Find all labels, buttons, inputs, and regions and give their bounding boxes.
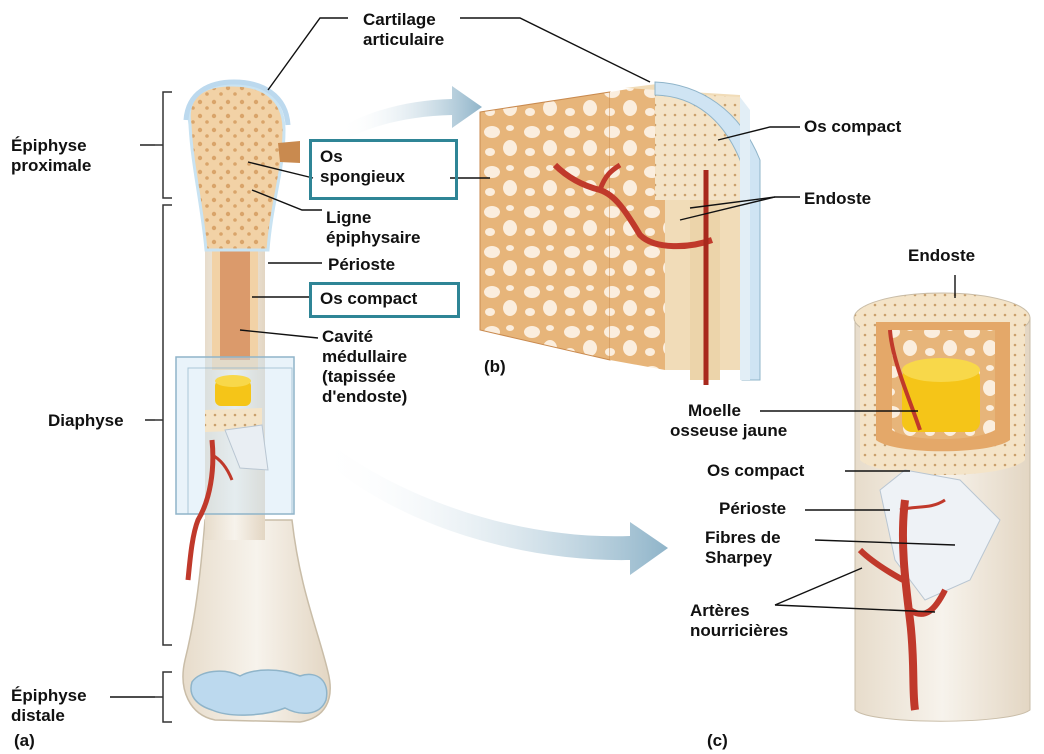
ligne-epiphysaire-label: Ligne épiphysaire	[326, 208, 421, 248]
ligne-epiphysaire-line2: épiphysaire	[326, 228, 421, 248]
diaphyse-label: Diaphyse	[48, 411, 124, 431]
cartilage-label-line1: Cartilage	[363, 10, 444, 30]
perioste-c-label: Périoste	[719, 499, 786, 519]
panel-b-label: (b)	[484, 357, 506, 377]
panel-c-label: (c)	[707, 731, 728, 751]
endoste-b-label: Endoste	[804, 189, 871, 209]
epiphyse-distale-label: Épiphyse distale	[11, 686, 87, 726]
cross-section-figure	[854, 293, 1030, 721]
epiphyse-distale-line2: distale	[11, 706, 87, 726]
os-spongieux-label: Os spongieux	[320, 147, 405, 187]
arteres-line2: nourricières	[690, 621, 788, 641]
os-compact-b-label: Os compact	[804, 117, 901, 137]
cavite-line4: d'endoste)	[322, 387, 407, 407]
epiphyse-proximale-label: Épiphyse proximale	[11, 136, 91, 176]
cavite-line2: médullaire	[322, 347, 407, 367]
epiphyse-proximale-line1: Épiphyse	[11, 136, 91, 156]
endoste-c-label: Endoste	[908, 246, 975, 266]
cartilage-label: Cartilage articulaire	[363, 10, 444, 50]
cavite-medullaire-label: Cavité médullaire (tapissée d'endoste)	[322, 327, 407, 407]
long-bone-figure	[176, 82, 330, 722]
os-spongieux-line2: spongieux	[320, 167, 405, 187]
arteres-nourricieres-label: Artères nourricières	[690, 601, 788, 641]
os-compact-c-label: Os compact	[707, 461, 804, 481]
section-brackets	[155, 92, 172, 722]
ligne-epiphysaire-line1: Ligne	[326, 208, 421, 228]
cavite-line1: Cavité	[322, 327, 407, 347]
cartilage-label-line2: articulaire	[363, 30, 444, 50]
fibres-line1: Fibres de	[705, 528, 781, 548]
os-spongieux-line1: Os	[320, 147, 405, 167]
fibres-line2: Sharpey	[705, 548, 781, 568]
curved-arrow-icon	[318, 436, 668, 575]
epiphyse-distale-line1: Épiphyse	[11, 686, 87, 706]
moelle-line2: osseuse jaune	[670, 421, 838, 441]
curved-arrow-icon	[340, 86, 482, 140]
panel-a-label: (a)	[14, 731, 35, 751]
os-compact-a-label: Os compact	[320, 289, 417, 309]
moelle-line1: Moelle	[670, 401, 838, 421]
epiphyse-proximale-line2: proximale	[11, 156, 91, 176]
fibres-sharpey-label: Fibres de Sharpey	[705, 528, 781, 568]
arteres-line1: Artères	[690, 601, 788, 621]
moelle-label: Moelle osseuse jaune	[670, 401, 838, 441]
perioste-a-label: Périoste	[328, 255, 395, 275]
spongy-bone-block	[480, 82, 760, 385]
cavite-line3: (tapissée	[322, 367, 407, 387]
